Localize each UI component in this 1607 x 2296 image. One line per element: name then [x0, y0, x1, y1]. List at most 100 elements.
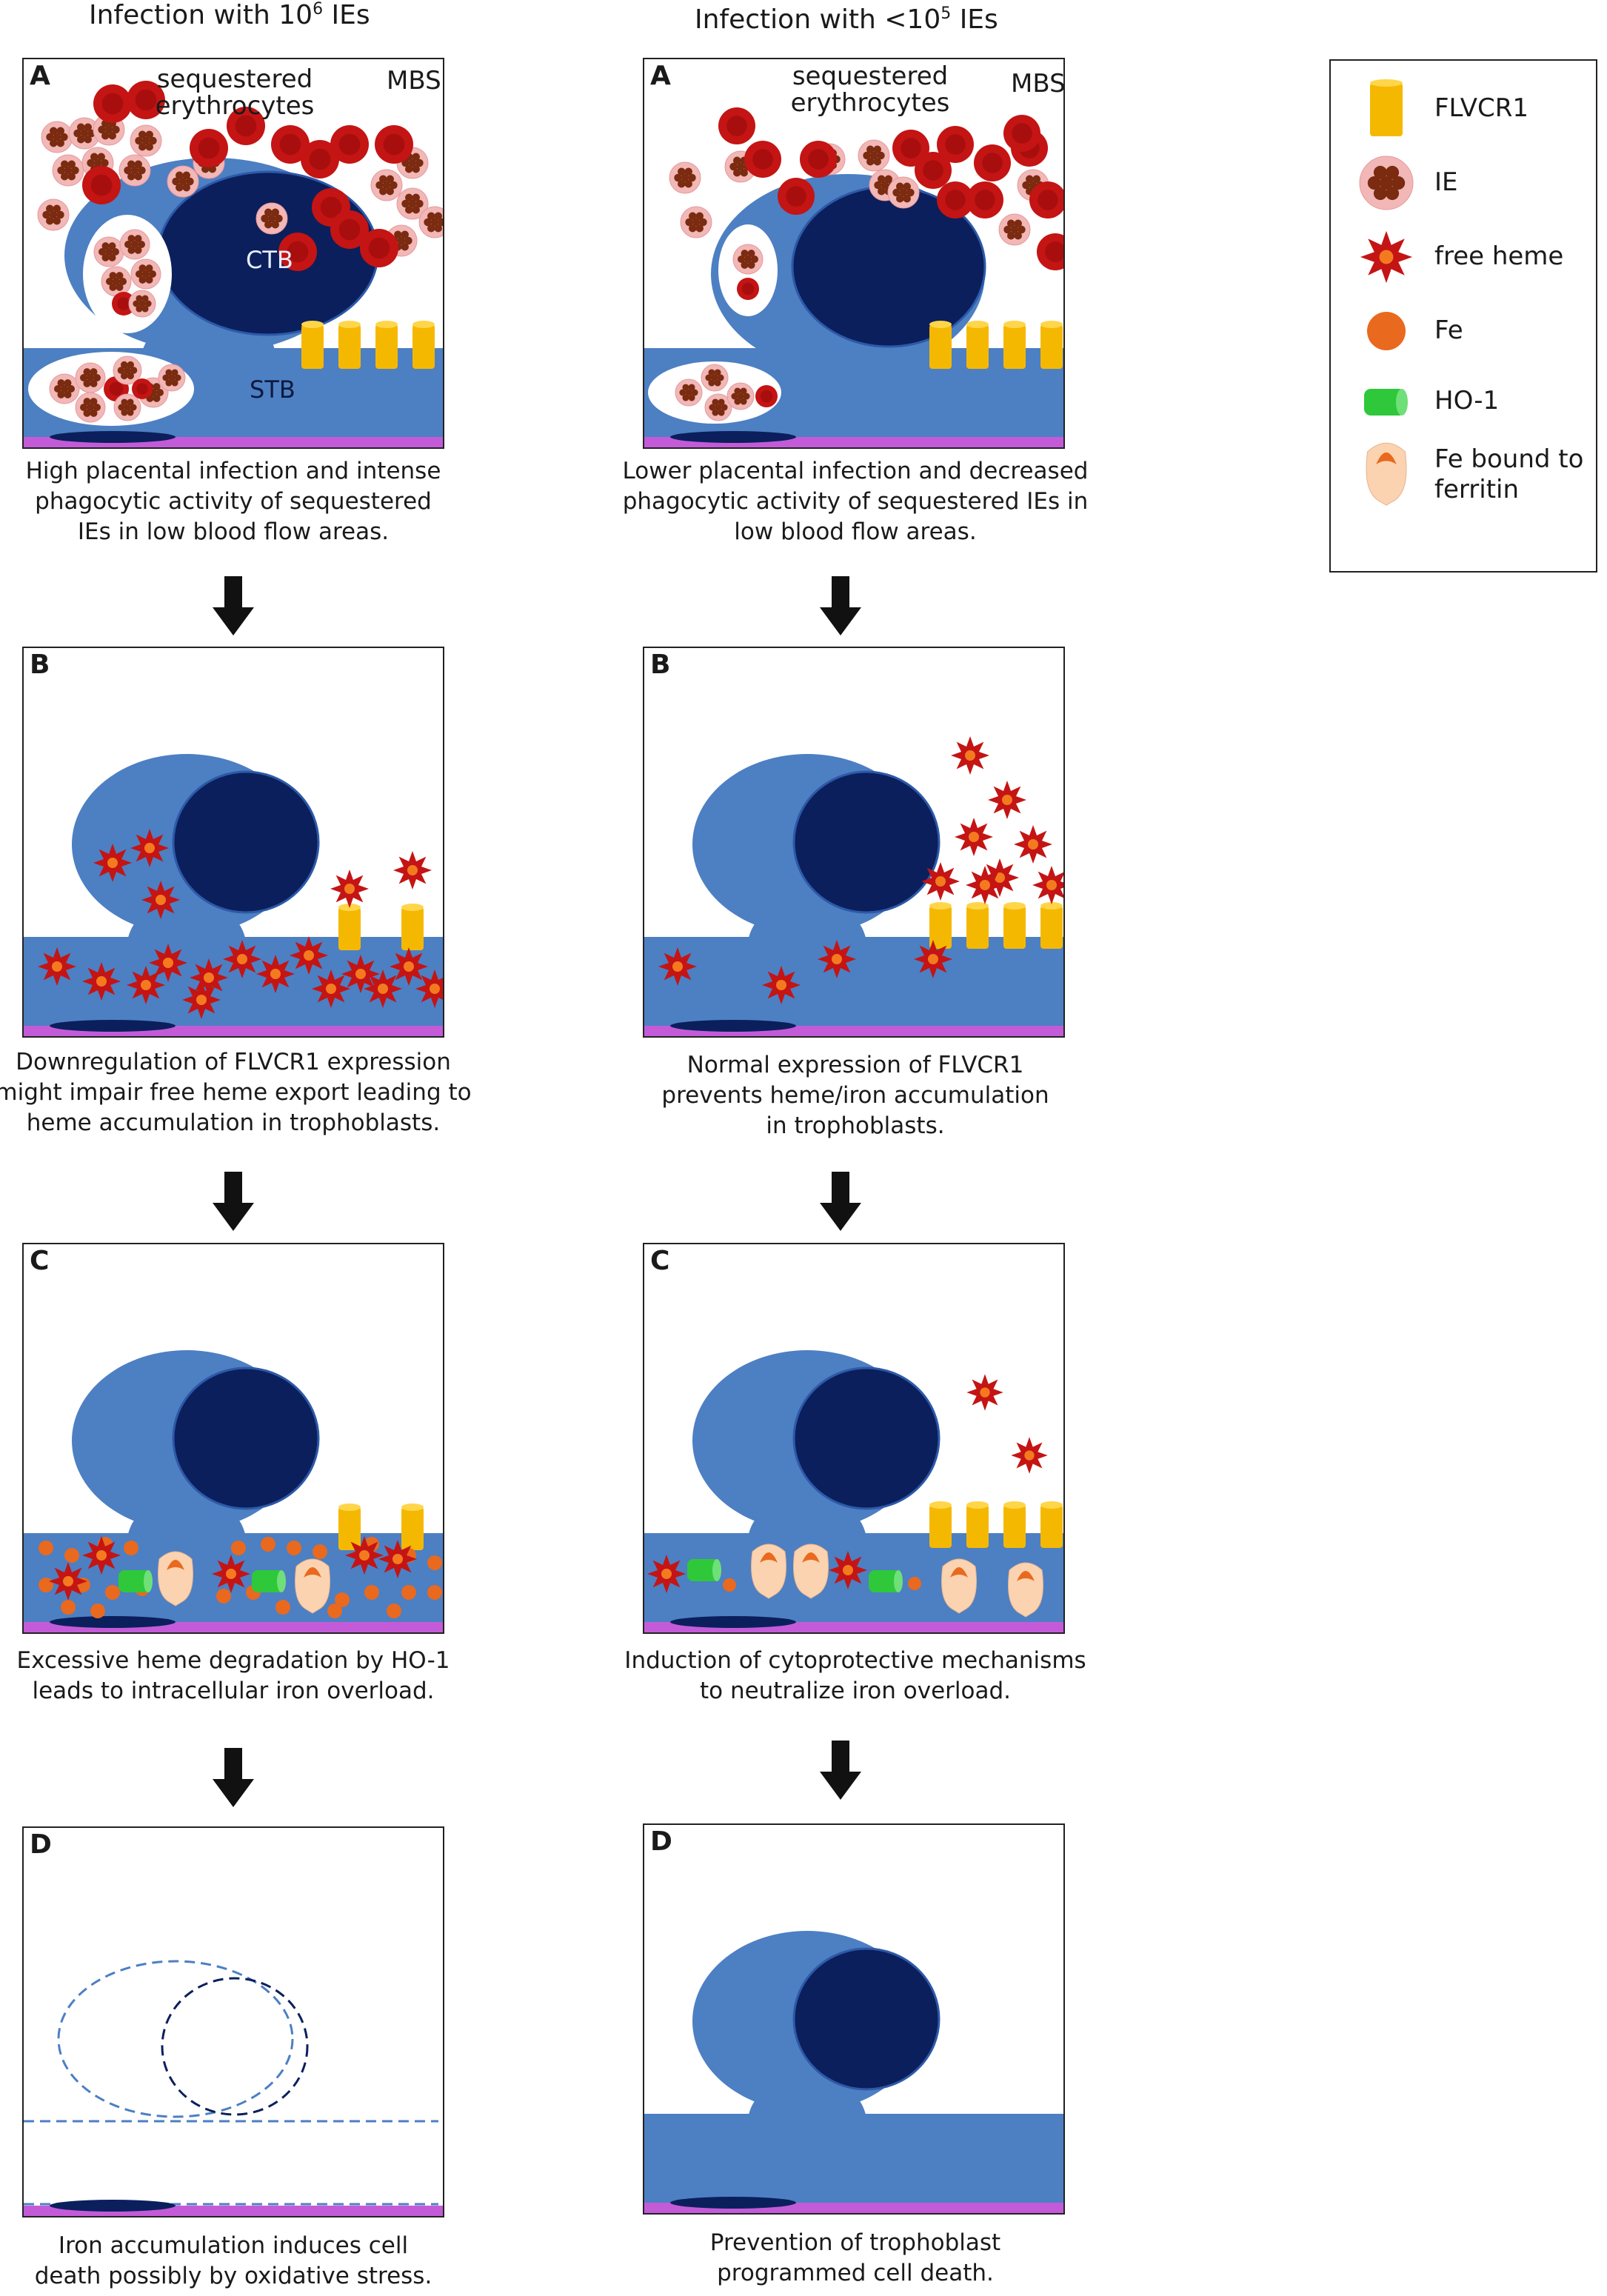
- free-heme-icon: [988, 781, 1026, 819]
- fe-icon: [313, 1544, 327, 1559]
- legend-item: free heme: [1331, 224, 1596, 284]
- down-arrow-icon: [820, 1741, 861, 1800]
- ferritin-icon: [941, 1558, 977, 1614]
- panel-right-c: C: [643, 1243, 1065, 1634]
- panel-illustration: [644, 1350, 1063, 1632]
- legend-item: IE: [1331, 150, 1596, 210]
- ie-icon: [370, 169, 403, 201]
- ie-icon: [167, 165, 199, 198]
- flvcr1-icon: [966, 902, 989, 949]
- ferritin-icon: [1366, 442, 1407, 506]
- caption-right-a: Lower placental infection and decreased …: [622, 458, 1089, 546]
- free-heme-icon: [82, 1536, 121, 1575]
- legend-label: Fe: [1434, 316, 1463, 345]
- ie-icon: [113, 356, 142, 385]
- erythrocyte-icon: [1003, 115, 1040, 152]
- erythrocyte-icon: [330, 210, 369, 249]
- ie-icon: [118, 154, 151, 187]
- free-heme-icon: [38, 947, 76, 986]
- mbs-label: MBS: [387, 66, 441, 96]
- basal-membrane: [644, 1020, 1063, 1036]
- panel-illustration: [644, 736, 1063, 1036]
- free-heme-icon: [818, 940, 856, 978]
- free-heme-icon: [955, 818, 993, 856]
- caption-left-b: Downregulation of FLVCR1 expression migh…: [0, 1049, 472, 1137]
- erythrocyte-icon: [375, 125, 413, 164]
- flvcr1-icon: [401, 904, 424, 950]
- sequestered-label: sequestered erythrocytes: [155, 64, 315, 121]
- ie-icon: [701, 364, 729, 392]
- fe-icon: [90, 1603, 105, 1618]
- caption-right-d: Prevention of trophoblast programmed cel…: [709, 2229, 1001, 2287]
- flvcr1-icon: [1370, 79, 1403, 136]
- ie-icon: [49, 373, 80, 404]
- free-heme-icon: [914, 940, 952, 978]
- erythrocyte-icon: [301, 140, 339, 178]
- free-heme-icon: [951, 736, 989, 775]
- erythrocyte-icon: [915, 152, 952, 189]
- legend-item: FLVCR1: [1331, 76, 1596, 136]
- free-heme-icon: [647, 1555, 686, 1593]
- ie-icon: [1359, 156, 1414, 210]
- free-heme-icon: [1014, 825, 1052, 864]
- free-heme-icon: [330, 870, 369, 908]
- ctb-label: CTB: [246, 246, 293, 274]
- free-heme-icon: [341, 955, 380, 993]
- flvcr1-icon: [1040, 902, 1063, 949]
- erythrocyte-icon: [82, 166, 121, 204]
- free-heme-icon: [1360, 230, 1413, 284]
- ferritin-icon: [158, 1551, 193, 1606]
- ie-icon: [704, 393, 732, 421]
- panel-illustration: [644, 107, 1063, 447]
- ie-icon: [1359, 156, 1414, 210]
- free-heme-icon: [415, 970, 443, 1008]
- stb-label: STB: [250, 376, 295, 404]
- ferritin-icon: [793, 1544, 829, 1599]
- erythrocyte-icon: [974, 144, 1011, 181]
- free-heme-icon: [966, 866, 1004, 904]
- fe-icon: [39, 1541, 53, 1555]
- ferritin-icon: [751, 1544, 786, 1599]
- ie-icon: [52, 154, 84, 187]
- down-arrow-icon: [213, 1172, 254, 1231]
- ho1-icon: [118, 1570, 153, 1592]
- ie-icon: [41, 121, 73, 153]
- free-heme-icon: [966, 1374, 1003, 1411]
- ie-icon: [119, 229, 150, 260]
- down-arrow-icon: [820, 576, 861, 635]
- caption-right-b: Normal expression of FLVCR1 prevents hem…: [661, 1052, 1049, 1140]
- free-heme-icon: [93, 844, 132, 882]
- erythrocyte-icon: [271, 125, 310, 164]
- fe-icon: [275, 1600, 290, 1615]
- ie-icon: [68, 117, 101, 150]
- panel-illustration: [644, 1931, 1063, 2213]
- ie-icon: [726, 382, 755, 410]
- ho1-icon: [1364, 389, 1408, 416]
- nucleus: [792, 1366, 941, 1510]
- erythrocyte-icon: [278, 233, 317, 271]
- free-heme-icon: [141, 881, 180, 919]
- fe-icon: [124, 1541, 138, 1555]
- erythrocyte-icon: [966, 181, 1003, 218]
- panel-illustration: [24, 1960, 443, 2216]
- erythrocyte-icon: [127, 81, 165, 119]
- flvcr1-icon: [929, 902, 952, 949]
- caption-right-c: Induction of cytoprotective mechanisms t…: [624, 1647, 1086, 1705]
- panel-letter: B: [650, 650, 671, 680]
- erythrocyte-icon: [778, 178, 815, 215]
- fe-icon: [216, 1589, 231, 1603]
- legend-label: HO-1: [1434, 386, 1500, 416]
- free-heme-icon: [658, 947, 697, 986]
- fe-icon: [427, 1555, 442, 1570]
- flvcr1-icon: [1040, 1501, 1063, 1548]
- erythrocyte-icon: [937, 181, 974, 218]
- ferritin-icon: [1008, 1562, 1043, 1618]
- ie-icon: [675, 378, 703, 407]
- ie-icon: [158, 364, 186, 392]
- panel-left-c: C: [22, 1243, 444, 1634]
- ie-icon: [130, 124, 162, 157]
- panel-illustration: [24, 81, 443, 447]
- ho1-icon: [687, 1559, 721, 1581]
